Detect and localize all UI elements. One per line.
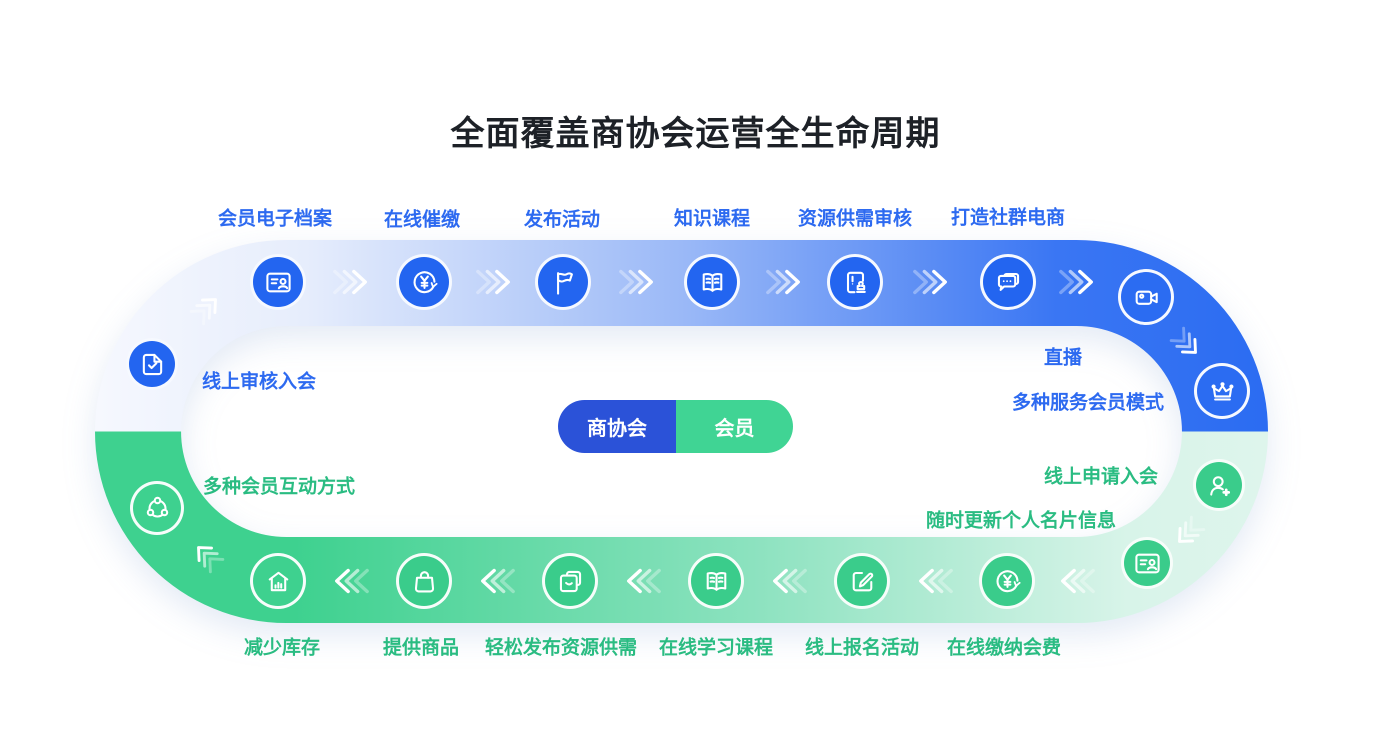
open-book-icon [684, 254, 740, 310]
node-resource-review [827, 254, 883, 310]
shopping-bag-icon [396, 553, 452, 609]
node-label: 多种会员互动方式 [202, 476, 356, 498]
node-label: 随时更新个人名片信息 [925, 510, 1117, 532]
member-tab[interactable]: 会员 [676, 400, 793, 453]
node-review-join [126, 338, 178, 390]
node-update-card [1121, 537, 1173, 589]
id-card-icon [1121, 537, 1173, 589]
chat-bubbles-icon [980, 254, 1036, 310]
node-label: 直播 [1043, 347, 1083, 369]
node-label: 打造社群电商 [950, 207, 1066, 229]
node-label: 发布活动 [523, 209, 601, 231]
copy-docs-icon [542, 553, 598, 609]
node-member-modes [1194, 363, 1250, 419]
network-nodes-icon [130, 481, 184, 535]
pencil-box-icon [834, 553, 890, 609]
node-knowledge-course [684, 254, 740, 310]
node-label: 知识课程 [673, 208, 751, 230]
node-label: 会员电子档案 [217, 208, 333, 230]
video-camera-icon [1118, 269, 1174, 325]
node-learn-course [688, 553, 744, 609]
page-title: 全面覆盖商协会运营全生命周期 [450, 115, 941, 153]
node-label: 多种服务会员模式 [1011, 392, 1165, 414]
node-label: 轻松发布资源供需 [484, 637, 638, 659]
node-provide-goods [396, 553, 452, 609]
node-signup-activity [834, 553, 890, 609]
node-label: 提供商品 [382, 637, 460, 659]
warehouse-chart-icon [250, 553, 306, 609]
node-member-interaction [130, 481, 184, 535]
node-community-ecommerce [980, 254, 1036, 310]
crown-icon [1194, 363, 1250, 419]
org-tab[interactable]: 商协会 [558, 400, 676, 453]
user-add-icon [1193, 459, 1245, 511]
node-label: 资源供需审核 [797, 208, 913, 230]
node-apply-join [1193, 459, 1245, 511]
node-fee-reminder [396, 254, 452, 310]
node-publish-activity [535, 254, 591, 310]
node-label: 线上申请入会 [1043, 466, 1159, 488]
doc-check-icon [126, 338, 178, 390]
id-card-icon [250, 254, 306, 310]
node-label: 线上报名活动 [804, 637, 920, 659]
node-label: 在线缴纳会费 [946, 637, 1062, 659]
node-member-archive [250, 254, 306, 310]
node-live-stream [1118, 269, 1174, 325]
node-label: 减少库存 [243, 637, 321, 659]
stamp-doc-icon [827, 254, 883, 310]
node-label: 线上审核入会 [201, 371, 317, 393]
yen-cycle-icon [979, 553, 1035, 609]
node-label: 在线学习课程 [658, 637, 774, 659]
open-book-icon [688, 553, 744, 609]
flag-icon [535, 254, 591, 310]
node-pay-fee [979, 553, 1035, 609]
node-reduce-inventory [250, 553, 306, 609]
center-toggle: 商协会 会员 [558, 400, 793, 453]
node-label: 在线催缴 [383, 209, 461, 231]
node-publish-resource [542, 553, 598, 609]
yen-cycle-icon [396, 254, 452, 310]
